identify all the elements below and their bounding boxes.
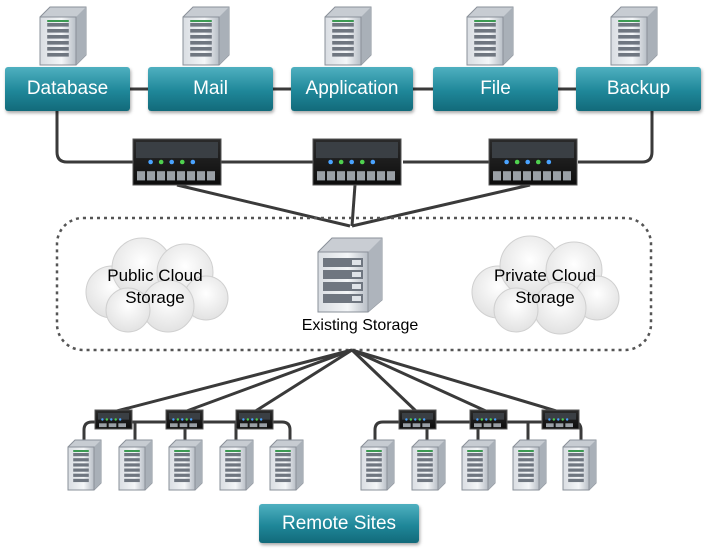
connector-line — [176, 183, 351, 228]
server-tower-icon — [67, 439, 102, 491]
rack-server-icon — [541, 409, 580, 430]
server-tower-icon — [610, 6, 658, 66]
connector-line — [55, 110, 133, 164]
connector-line — [351, 348, 561, 414]
server-tower-icon — [324, 6, 372, 66]
application-button[interactable]: Application — [291, 67, 413, 111]
connector-line — [350, 184, 357, 227]
rack-server-icon — [94, 409, 133, 430]
public-cloud-line2: Storage — [125, 288, 185, 307]
bottom-connectors — [82, 348, 583, 452]
connector-line — [351, 348, 489, 414]
mail-button[interactable]: Mail — [148, 67, 273, 111]
private-cloud-shape — [471, 235, 620, 335]
connector-line — [253, 348, 353, 414]
connector-line — [578, 110, 654, 164]
remote-sites-button[interactable]: Remote Sites — [259, 504, 419, 543]
server-tower-icon — [39, 6, 87, 66]
existing-storage-label: Existing Storage — [301, 317, 419, 334]
server-tower-icon — [219, 439, 254, 491]
rack-server-icon — [235, 409, 274, 430]
server-tower-icon — [168, 439, 203, 491]
rack-server-icon — [312, 138, 402, 186]
rack-server-icon — [132, 138, 222, 186]
database-button[interactable]: Database — [5, 67, 130, 111]
private-cloud-line2: Storage — [515, 288, 575, 307]
file-button[interactable]: File — [433, 67, 558, 111]
server-tower-icon — [182, 6, 230, 66]
private-cloud-label: Private Cloud Storage — [480, 265, 610, 309]
connector-line — [183, 348, 353, 414]
server-tower-icon — [411, 439, 446, 491]
rack-server-icon — [488, 138, 578, 186]
connector-line — [351, 183, 531, 228]
server-tower-icon — [512, 439, 547, 491]
server-tower-icon — [562, 439, 597, 491]
private-cloud-line1: Private Cloud — [493, 266, 597, 285]
public-cloud-shape — [85, 237, 229, 333]
server-tower-icon — [466, 6, 514, 66]
server-tower-icon — [360, 439, 395, 491]
public-cloud-label: Public Cloud Storage — [90, 265, 220, 309]
server-tower-icon — [461, 439, 496, 491]
rack-server-icon — [469, 409, 508, 430]
backup-button[interactable]: Backup — [576, 67, 701, 111]
server-tower-icon — [118, 439, 153, 491]
connector-line — [112, 348, 353, 414]
rack-server-icon — [165, 409, 204, 430]
rack-server-icon — [398, 409, 437, 430]
connector-line — [350, 348, 419, 414]
public-cloud-line1: Public Cloud — [107, 266, 203, 285]
existing-storage-icon — [317, 237, 383, 313]
server-tower-icon — [269, 439, 304, 491]
